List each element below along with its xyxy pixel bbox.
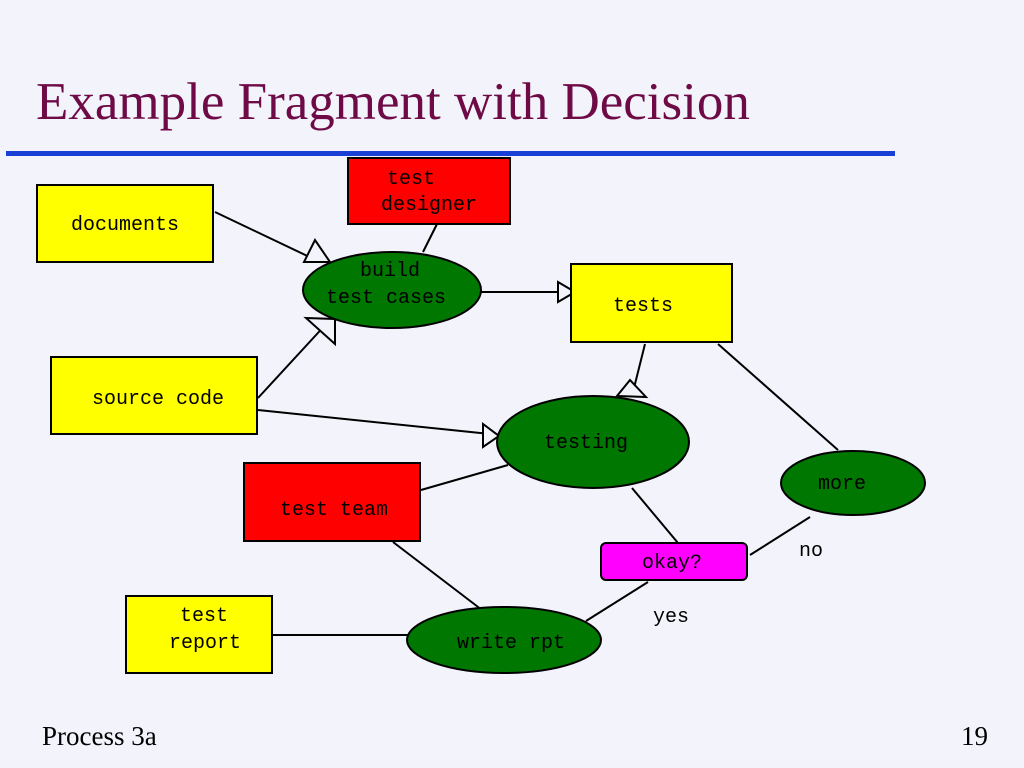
edge-label-no: no — [799, 540, 823, 563]
test-team-label: test team — [280, 499, 388, 522]
source-code-box — [50, 356, 258, 435]
footer-page-number: 19 — [961, 721, 988, 751]
test-report-label-line2: report — [169, 632, 241, 655]
arrowhead-into-build-from-source — [303, 316, 336, 347]
more-process — [780, 450, 926, 516]
edge-tests-more — [717, 343, 839, 451]
write-rpt-process — [406, 606, 602, 674]
documents-label: documents — [71, 214, 179, 237]
edge-label-yes: yes — [653, 606, 689, 629]
test-designer-box — [347, 157, 511, 225]
edge-okay-writerpt — [585, 581, 649, 622]
tests-label: tests — [613, 295, 673, 318]
okay-decision-label: okay? — [642, 552, 702, 575]
testing-process — [496, 395, 690, 489]
test-report-label-line1: test — [180, 605, 228, 628]
page-title: Example Fragment with Decision — [36, 73, 750, 131]
arrowhead-into-build-from-documents — [302, 238, 332, 263]
source-code-label: source code — [92, 388, 224, 411]
arrowhead-into-testing-from-source — [482, 422, 501, 449]
edge-okay-more — [749, 516, 811, 556]
connectors — [214, 211, 839, 636]
arrowhead-into-tests — [557, 280, 577, 304]
test-designer-label-line2: designer — [381, 194, 477, 217]
edge-designer-build — [422, 223, 438, 253]
more-label: more — [818, 473, 866, 496]
test-team-box — [243, 462, 421, 542]
build-test-cases-label-line1: build — [360, 260, 420, 283]
edge-source-testing — [257, 409, 491, 435]
build-test-cases-label-line2: test cases — [326, 287, 446, 310]
okay-decision-box — [600, 542, 748, 581]
write-rpt-label: write rpt — [457, 632, 565, 655]
build-test-cases-process — [302, 251, 482, 329]
test-designer-label-line1: test — [387, 168, 435, 191]
testing-label: testing — [544, 432, 628, 455]
documents-box — [36, 184, 214, 263]
test-report-box — [125, 595, 273, 674]
edge-team-testing — [420, 464, 509, 491]
edge-source-build — [257, 321, 329, 399]
edge-team-writerpt — [392, 541, 483, 611]
arrowhead-into-testing-from-tests — [614, 378, 649, 399]
tests-box — [570, 263, 733, 343]
edge-documents-build — [214, 211, 321, 263]
footer-section-label: Process 3a — [42, 721, 157, 751]
arrowheads — [302, 238, 649, 449]
title-underline — [6, 151, 895, 156]
edge-testing-okay — [631, 487, 679, 544]
